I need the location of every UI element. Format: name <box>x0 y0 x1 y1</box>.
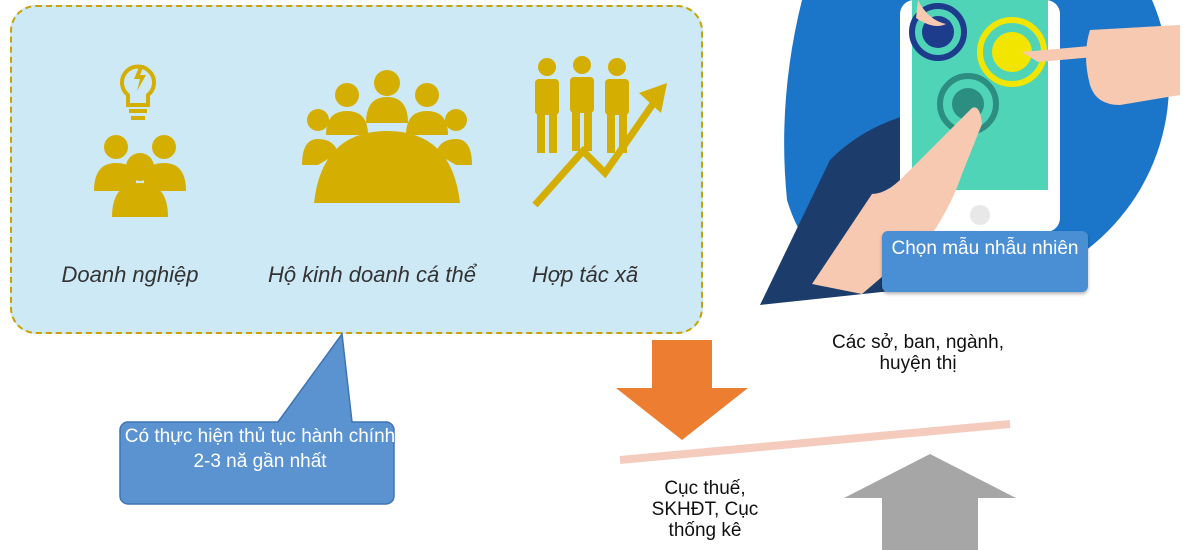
source-top-text: Các sở, ban, ngành, huyện thị <box>832 332 1004 374</box>
category-label-doanh-nghiep: Doanh nghiệp <box>61 262 199 287</box>
category-label-ho-kinh-doanh: Hộ kinh doanh cá thể <box>268 262 476 287</box>
source-bottom-text: Cục thuế, SKHĐT, Cục thống kê <box>651 478 759 541</box>
meeting-table-icon <box>302 70 472 203</box>
balance-line <box>619 420 1011 464</box>
balance-diagram <box>616 340 1016 550</box>
growth-people-icon <box>532 56 667 208</box>
idea-group-icon <box>94 64 186 217</box>
down-arrow-icon <box>616 340 748 440</box>
up-arrow-icon <box>844 454 1016 550</box>
phone-tap-illustration <box>760 0 1180 305</box>
category-label-hop-tac-xa: Hợp tác xã <box>531 262 639 287</box>
random-sample-label: Chọn mẫu nhẫu nhiên <box>882 231 1088 292</box>
callout-text: Có thực hiện thủ tục hành chính 2-3 nă g… <box>124 426 396 472</box>
category-panel: Doanh nghiệp Hộ kinh doanh cá thể Hợp tá… <box>10 5 703 334</box>
callout-bubble <box>119 331 395 505</box>
